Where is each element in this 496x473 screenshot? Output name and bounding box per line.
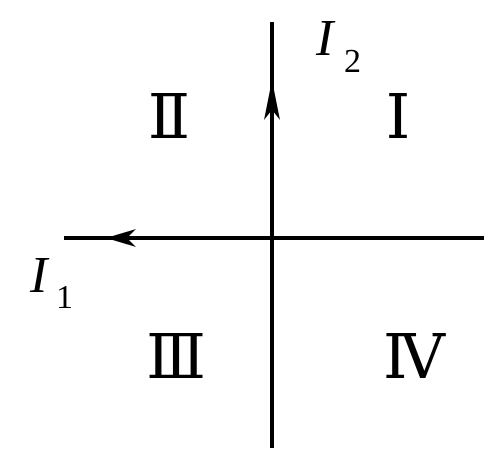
vertical-axis-label-subscript: 2: [344, 43, 361, 80]
vertical-axis-arrowhead: [264, 80, 280, 120]
quadrant-label-q3: Ⅲ: [146, 324, 206, 392]
horizontal-axis-label: I: [29, 247, 50, 304]
vertical-axis-label-main: I: [315, 10, 336, 67]
horizontal-axis-label-main: I: [29, 247, 50, 304]
vertical-axis-label: I: [315, 10, 336, 67]
horizontal-axis-label-subscript: 1: [56, 279, 73, 316]
quadrant-label-q1: Ⅰ: [386, 84, 411, 152]
quadrant-label-q2: Ⅱ: [148, 84, 190, 152]
quadrant-label-q4: Ⅳ: [383, 324, 446, 392]
horizontal-axis-arrowhead: [106, 229, 136, 247]
